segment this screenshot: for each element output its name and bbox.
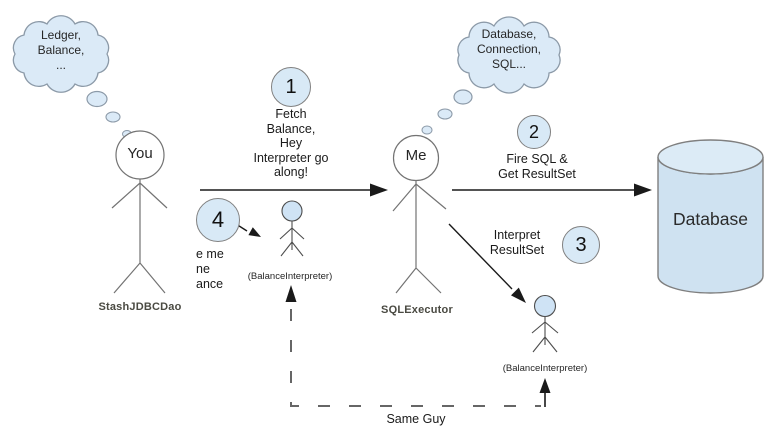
thought-bubble-icon xyxy=(437,108,453,120)
step-text-4: e me ne ance xyxy=(196,247,224,291)
thought-text-me: Database, Connection, SQL... xyxy=(476,27,542,71)
step-badge-3: 3 xyxy=(562,226,600,264)
actor-label-sqlexecutor: SQLExecutor xyxy=(381,304,453,316)
thought-bubble-icon xyxy=(105,111,121,123)
arrow-you-to-me xyxy=(200,183,388,197)
database-label: Database xyxy=(673,209,748,229)
step-text-3: Interpret ResultSet xyxy=(489,228,545,257)
step-text-1: Fetch Balance, Hey Interpreter go along! xyxy=(253,107,329,179)
step-badge-2: 2 xyxy=(517,115,551,149)
arrow-step4-to-interpreter1 xyxy=(235,223,261,237)
step-badge-1: 1 xyxy=(271,67,311,107)
arrow-me-to-database xyxy=(452,183,652,197)
actor-head-you: You xyxy=(127,145,153,162)
step-text-2: Fire SQL & Get ResultSet xyxy=(498,152,576,181)
same-guy-label: Same Guy xyxy=(386,412,446,426)
thought-text-you: Ledger, Balance, ... xyxy=(37,28,85,72)
thought-cloud-me-icon xyxy=(457,16,561,94)
stick-figure-interpreter-2 xyxy=(531,294,559,353)
interpreter1-label: (BalanceInterpreter) xyxy=(247,271,333,282)
thought-bubble-icon xyxy=(86,90,108,108)
interpreter2-label: (BalanceInterpreter) xyxy=(502,363,588,374)
actor-label-stashjdbcdao: StashJDBCDao xyxy=(98,301,182,313)
stick-figure-interpreter-1 xyxy=(279,200,305,257)
actor-head-me: Me xyxy=(405,147,427,164)
database-cylinder-icon xyxy=(657,139,764,294)
same-guy-dashed-connector xyxy=(285,285,551,407)
stick-figure-you xyxy=(111,130,168,294)
thought-bubble-icon xyxy=(453,89,473,105)
arrow-me-to-interpreter2 xyxy=(448,223,526,303)
step-badge-4: 4 xyxy=(196,198,240,242)
stick-figure-me xyxy=(392,134,447,294)
thought-cloud-you-icon xyxy=(12,15,110,93)
thought-bubble-icon xyxy=(421,125,433,135)
